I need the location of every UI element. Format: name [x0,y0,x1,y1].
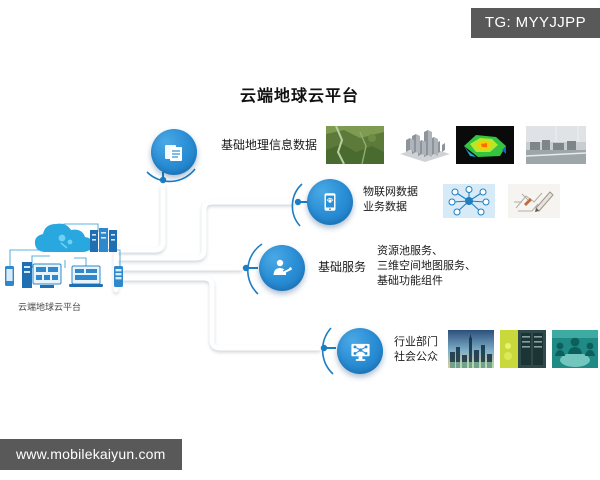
trunk-group [113,183,321,351]
page-title: 云端地球云平台 [240,86,360,105]
site-watermark: www.mobilekaiyun.com [0,439,182,470]
city-skyline-thumbnail [448,330,494,368]
node-arcs [146,168,334,375]
cloud-icon [34,223,93,252]
street-view-thumbnail [526,126,586,164]
node-basic-services[interactable] [259,245,305,291]
team-collaboration-thumbnail [552,330,598,368]
satellite-map-thumbnail [326,126,384,164]
mobile-sensor-icon [324,193,336,211]
cloud-cluster-caption: 云端地球云平台 [18,303,82,313]
cloud-platform-illustration [2,196,134,296]
label-iot-business-data: 物联网数据 业务数据 [363,184,418,214]
label-line-industry: 行业部门 [394,335,438,348]
elevation-model-thumbnail [456,126,514,164]
label-line-business: 业务数据 [363,200,407,213]
sketch-drawing-thumbnail [508,184,560,218]
smartphone-icon [5,266,14,286]
desktop-pc-icon [22,262,62,288]
service-line-2: 三维空间地图服务、 [377,259,476,272]
server-rack-icon [90,228,117,252]
server-room-thumbnail [500,330,546,368]
node-industry-public[interactable] [337,328,383,374]
label-basic-geographic-data: 基础地理信息数据 [221,138,318,152]
service-line-1: 资源池服务、 [377,244,443,257]
label-basic-services: 基础服务 [318,260,367,274]
service-line-3: 基础功能组件 [377,274,443,287]
documents-layers-icon [165,145,182,161]
label-basic-services-details: 资源池服务、 三维空间地图服务、 基础功能组件 [377,243,476,288]
tg-badge: TG: MYYJJPP [470,8,600,38]
city-3d-model-thumbnail [396,126,454,164]
tablet-icon [114,266,123,287]
label-line-public: 社会公众 [394,350,438,363]
node-iot-business-data[interactable] [307,179,353,225]
monitor-network-icon [350,343,370,361]
laptop-icon [69,265,103,287]
iot-network-thumbnail [443,184,495,218]
label-industry-public: 行业部门 社会公众 [394,334,438,364]
label-line-iot: 物联网数据 [363,185,418,198]
person-service-icon [273,259,292,275]
node-basic-geographic-data[interactable] [151,129,197,175]
